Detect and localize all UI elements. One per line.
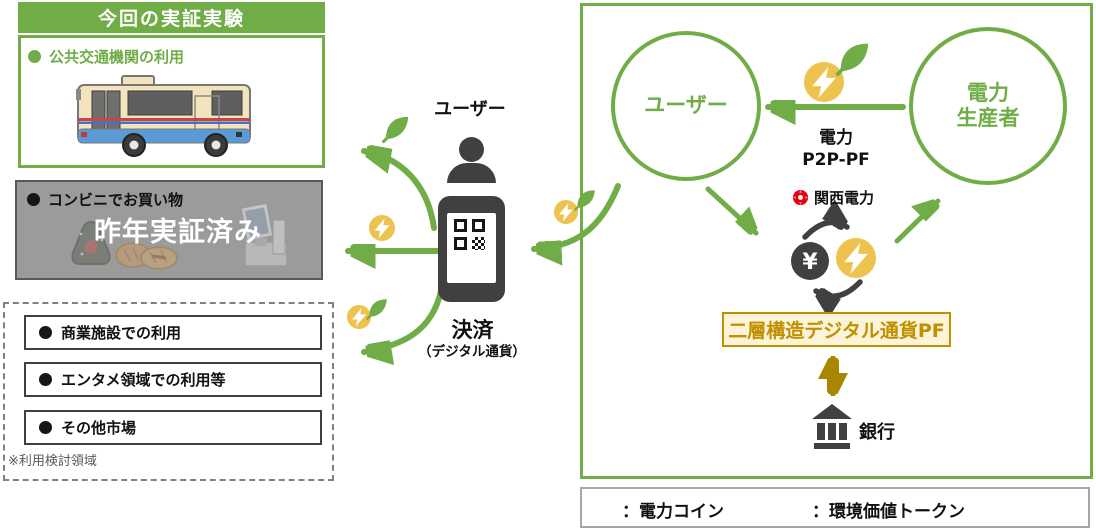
power-coin-icon: [369, 215, 395, 241]
candidate-item-label: エンタメ領域での利用等: [61, 371, 226, 389]
bullet-icon: [39, 326, 52, 339]
transit-item: 公共交通機関の利用: [28, 46, 184, 67]
p2p-user-circle: ユーザー: [611, 31, 761, 181]
bullet-icon: [28, 50, 41, 63]
digital-currency-pf-label: 二層構造デジタル通貨PF: [728, 320, 945, 342]
p2p-platform-label: 電力 P2P-PF: [786, 127, 886, 171]
kanden-logo: 関西電力: [792, 187, 874, 208]
qr-code-icon: [454, 237, 467, 250]
done-overlay-text: 昨年実証済み: [94, 217, 262, 248]
p2p-label-line1: 電力: [819, 128, 853, 148]
qr-code-icon: [472, 219, 485, 232]
candidate-item-commercial: 商業施設での利用: [24, 315, 322, 350]
candidate-item-entertainment: エンタメ領域での利用等: [24, 362, 322, 397]
payment-sub-label: （デジタル通貨）: [418, 344, 526, 360]
kanden-gear-icon: [792, 189, 809, 206]
candidate-item-label: その他市場: [61, 419, 137, 437]
current-experiment-title: 今回の実証実験: [97, 8, 245, 30]
qr-code-icon: [454, 219, 467, 232]
center-user-label: ユーザー: [434, 99, 506, 120]
person-icon: [459, 137, 484, 162]
producer-label-line1: 電力: [967, 80, 1009, 105]
green-token-icon: [382, 115, 410, 144]
current-experiment-header: 今回の実証実験: [18, 2, 325, 33]
legend-leaf-label: ：環境価値トークン: [812, 502, 965, 522]
candidate-item-label: 商業施設での利用: [61, 324, 182, 342]
digital-currency-pf-box: 二層構造デジタル通貨PF: [722, 312, 951, 347]
person-icon-body: [447, 163, 496, 183]
bullet-icon: [39, 421, 52, 434]
candidate-note: ※利用検討領域: [8, 454, 97, 469]
candidate-item-other: その他市場: [24, 410, 322, 445]
payment-label: 決済: [451, 318, 494, 342]
qr-code-icon: [472, 237, 485, 250]
power-coin-icon: [554, 200, 578, 224]
producer-label-line2: 生産者: [956, 106, 1020, 130]
p2p-producer-circle: 電力 生産者: [909, 27, 1067, 185]
transit-item-label: 公共交通機関の利用: [49, 48, 185, 66]
green-token-icon: [366, 298, 388, 320]
power-coin-icon: [347, 305, 371, 329]
p2p-label-line2: P2P-PF: [802, 150, 870, 171]
bank-label: 銀行: [859, 422, 895, 443]
arrow-phone-to-transit: [361, 151, 437, 231]
bullet-icon: [27, 193, 40, 206]
convenience-item: コンビニでお買い物: [27, 189, 183, 210]
convenience-item-label: コンビニでお買い物: [48, 191, 184, 209]
kanden-label: 関西電力: [814, 189, 875, 207]
bullet-icon: [39, 373, 52, 386]
p2p-user-label: ユーザー: [644, 93, 728, 118]
legend-box: [580, 487, 1090, 528]
legend-coin-label: ：電力コイン: [622, 502, 724, 522]
